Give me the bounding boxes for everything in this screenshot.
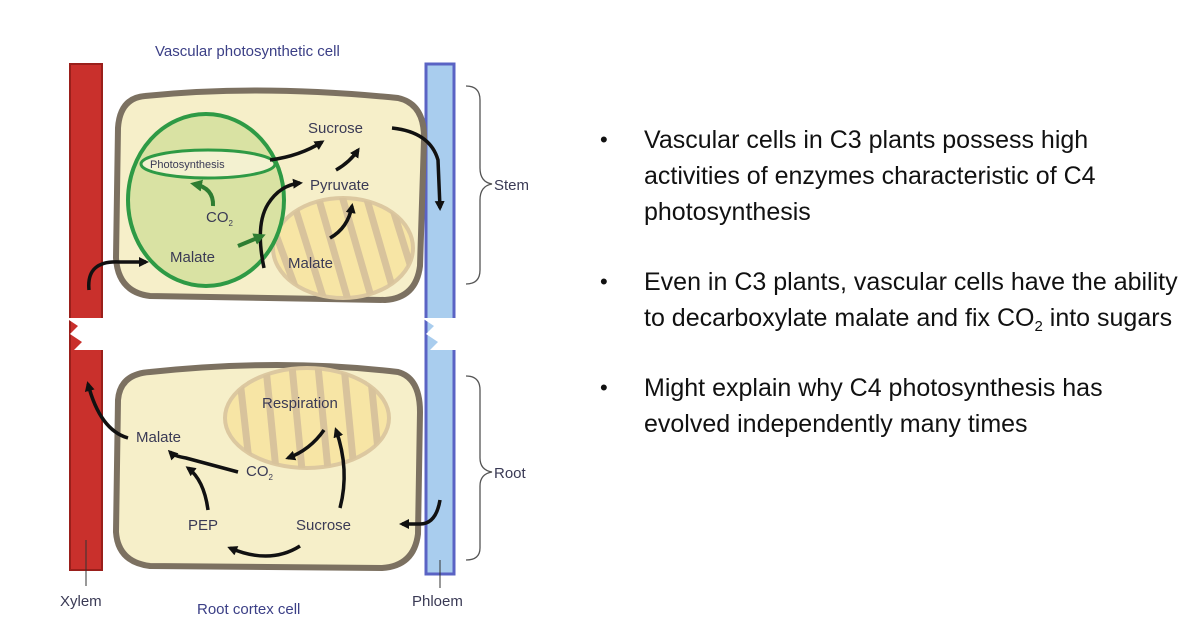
bullet-text-3: Might explain why C4 photosynthesis has …: [644, 374, 1103, 438]
sucrose-stem-label: Sucrose: [308, 120, 363, 137]
stem-arrows: [87, 126, 445, 291]
root-arrows: [84, 381, 442, 558]
pep-label: PEP: [188, 517, 218, 534]
bullet-list: • Vascular cells in C3 plants possess hi…: [598, 122, 1178, 476]
c4-vascular-diagram: Vascular photosynthetic cell Root cortex…: [60, 43, 529, 618]
mitochondrion-root: [223, 366, 391, 470]
phloem-label: Phloem: [412, 593, 463, 610]
root-label: Root: [494, 465, 527, 482]
photosynthesis-label: Photosynthesis: [150, 159, 225, 171]
xylem-label: Xylem: [60, 593, 102, 610]
phloem-vessel: [422, 62, 458, 588]
xylem-vessel: [66, 63, 106, 586]
co2-to-photosynthesis-arrow: [190, 179, 216, 207]
bullet-dot: •: [600, 375, 608, 400]
photosynthesis-oval: [139, 148, 277, 180]
co2-label-root: CO2: [246, 463, 274, 482]
pyruvate-label: Pyruvate: [310, 177, 369, 194]
stem-label: Stem: [494, 177, 529, 194]
bullet-dot: •: [600, 127, 608, 152]
bottom-cell-title: Root cortex cell: [197, 601, 300, 618]
bullet-item-2: • Even in C3 plants, vascular cells have…: [598, 264, 1178, 336]
malate-root-label: Malate: [136, 429, 181, 446]
malate-mitochondrion-label: Malate: [288, 255, 333, 272]
sucrose-root-label: Sucrose: [296, 517, 351, 534]
bullet-text-2: Even in C3 plants, vascular cells have t…: [644, 268, 1178, 335]
malate-to-co2-arrow: [237, 233, 266, 248]
bullet-item-3: • Might explain why C4 photosynthesis ha…: [598, 370, 1178, 442]
root-brace: [465, 375, 493, 561]
top-cell-title: Vascular photosynthetic cell: [155, 43, 340, 60]
malate-chloroplast-label: Malate: [170, 249, 215, 266]
bullet-item-1: • Vascular cells in C3 plants possess hi…: [598, 122, 1178, 230]
bullet-text-1: Vascular cells in C3 plants possess high…: [644, 126, 1096, 226]
co2-label-stem: CO2: [206, 209, 234, 228]
bullet-dot: •: [600, 269, 608, 294]
respiration-label: Respiration: [262, 395, 338, 412]
stem-brace: [465, 85, 493, 285]
